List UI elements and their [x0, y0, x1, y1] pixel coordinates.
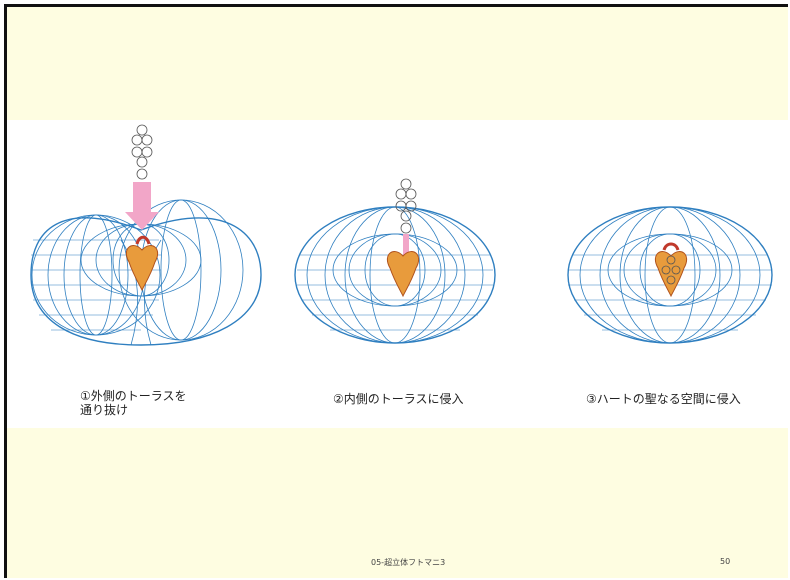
- caption-step-3: ③ハートの聖なる空間に侵入: [586, 392, 741, 406]
- torus-figure-outer: [30, 124, 262, 346]
- slide: ①外側のトーラスを 通り抜け ②内側のトーラスに侵入 ③ハートの聖なる空間に侵入…: [4, 4, 788, 578]
- caption-step-1: ①外側のトーラスを 通り抜け: [80, 389, 187, 417]
- torus-figure-inner: [294, 178, 496, 344]
- page-number: 50: [720, 557, 731, 566]
- footer-text: 05-超立体フトマニ3: [371, 558, 446, 567]
- illustration-band: ①外側のトーラスを 通り抜け ②内側のトーラスに侵入 ③ハートの聖なる空間に侵入: [7, 120, 788, 428]
- caption-step-2: ②内側のトーラスに侵入: [333, 392, 464, 406]
- torus-figure-heart: [567, 206, 773, 344]
